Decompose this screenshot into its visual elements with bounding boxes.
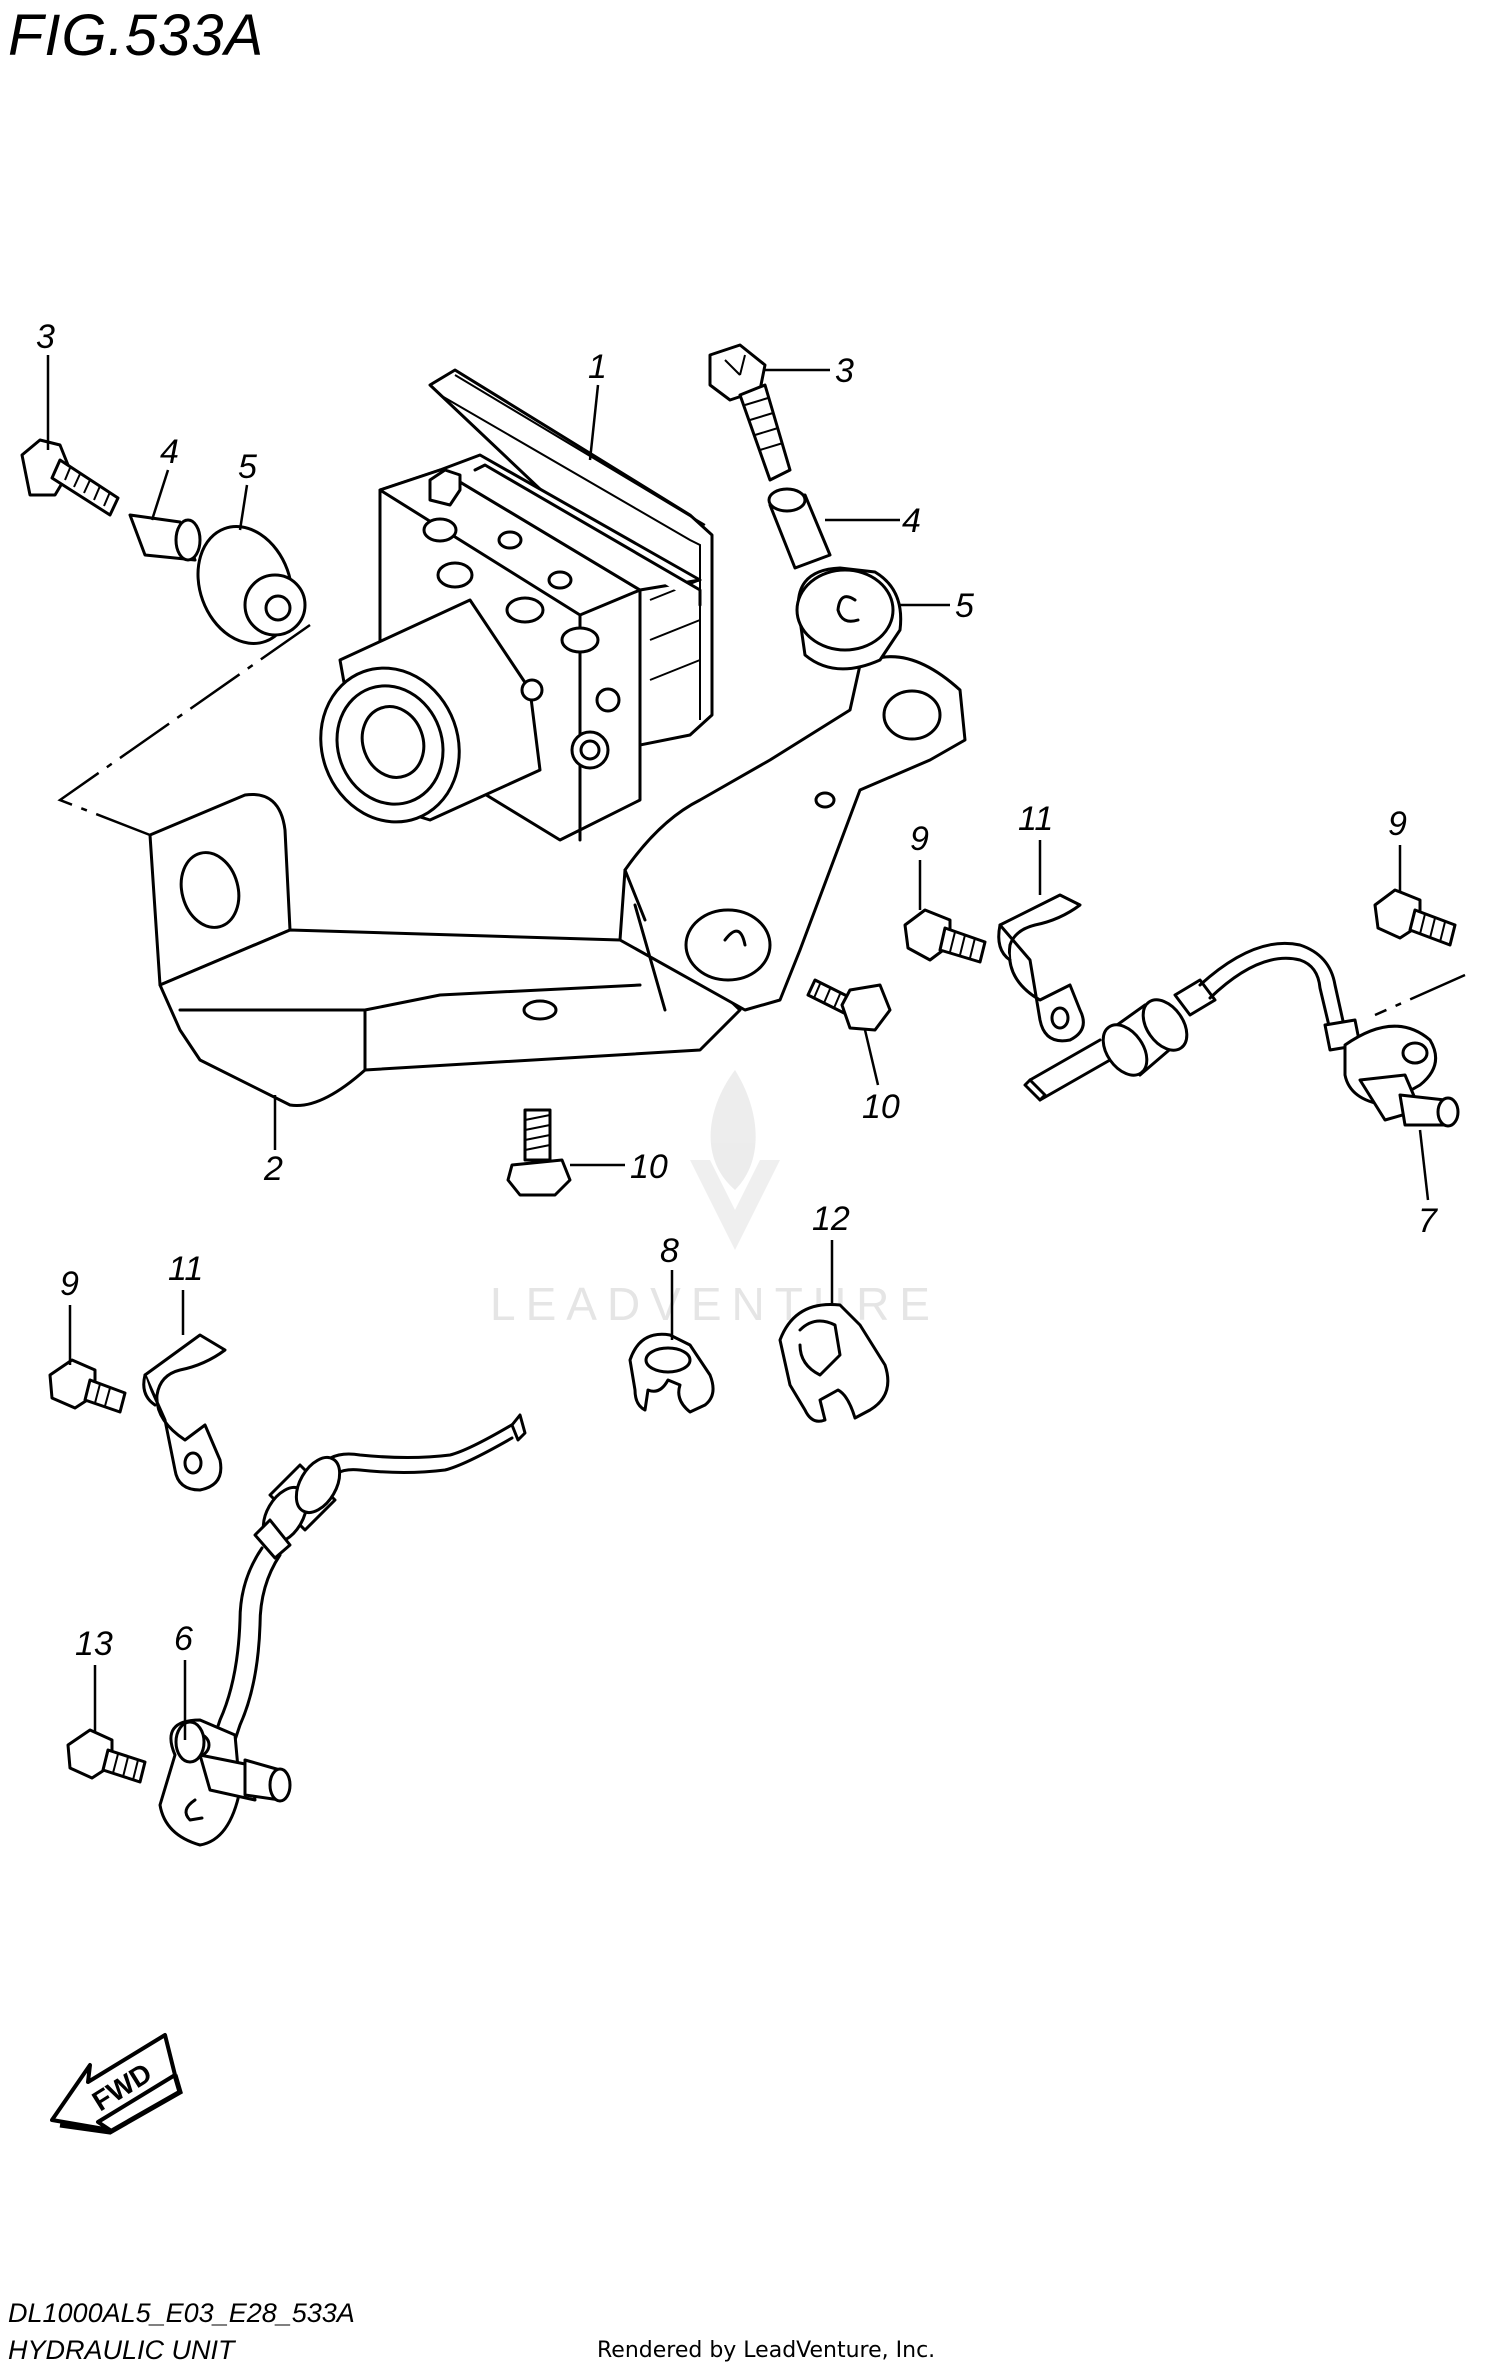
- bolt-9-upper-middle[interactable]: [903, 908, 987, 964]
- callout-7: 7: [1418, 1202, 1438, 1240]
- callout-5-left: 5: [238, 448, 257, 486]
- hydraulic-unit[interactable]: [299, 368, 714, 842]
- callout-9-upper: 9: [910, 820, 929, 858]
- fwd-arrow: FWD: [50, 2033, 183, 2135]
- clamp-11-upper[interactable]: [997, 893, 1085, 1043]
- callout-3-left: 3: [36, 318, 55, 356]
- mounting-line-left: [57, 623, 311, 837]
- bolt-13[interactable]: [66, 1728, 147, 1784]
- rendered-by-credit: Rendered by LeadVenture, Inc.: [597, 2338, 936, 2363]
- clamp-8[interactable]: [628, 1332, 715, 1414]
- callout-11-lower: 11: [168, 1250, 203, 1288]
- collar-4-left[interactable]: [128, 513, 202, 562]
- figure-subtitle: HYDRAULIC UNIT: [8, 2335, 235, 2365]
- callout-10-middle: 10: [862, 1088, 900, 1126]
- collar-4-right[interactable]: [767, 487, 832, 570]
- callout-11-upper: 11: [1018, 800, 1053, 838]
- callout-labels: 1 3 4 5 3 4 5 2 9 11 9 10 10 7 9 11 8 12…: [36, 318, 1438, 1663]
- clamp-12[interactable]: [778, 1302, 890, 1423]
- callout-6: 6: [174, 1620, 193, 1658]
- callout-8: 8: [660, 1232, 679, 1270]
- bolt-9-right[interactable]: [1373, 888, 1457, 947]
- bolt-10-middle[interactable]: [806, 978, 892, 1032]
- bolt-10-lower[interactable]: [506, 1108, 572, 1197]
- clamp-11-lower[interactable]: [142, 1333, 227, 1492]
- callout-9-right: 9: [1388, 805, 1407, 843]
- callout-4-right: 4: [902, 502, 921, 540]
- cushion-5-right[interactable]: [795, 566, 903, 671]
- cushion-5-left[interactable]: [182, 513, 308, 657]
- callout-12: 12: [812, 1200, 850, 1238]
- callout-9-lower: 9: [60, 1265, 79, 1303]
- mounting-line-right: [1374, 973, 1466, 1017]
- leader-lines: [46, 355, 1430, 1740]
- watermark-text: LEADVENTURE: [490, 1278, 940, 1330]
- callout-5-right: 5: [955, 587, 974, 625]
- bolt-3-left[interactable]: [20, 438, 120, 517]
- callout-4-left: 4: [160, 433, 179, 471]
- front-wheel-speed-sensor[interactable]: [158, 1413, 527, 1847]
- callout-1: 1: [588, 348, 607, 386]
- rear-wheel-speed-sensor[interactable]: [1023, 941, 1460, 1128]
- model-code: DL1000AL5_E03_E28_533A: [8, 2298, 355, 2328]
- bolt-3-right[interactable]: [708, 343, 792, 482]
- leadventure-watermark: LEADVENTURE: [490, 1070, 940, 1330]
- bracket[interactable]: [148, 655, 967, 1108]
- bolt-9-lower-left[interactable]: [48, 1358, 127, 1414]
- callout-2: 2: [263, 1150, 283, 1188]
- callout-3-right: 3: [835, 352, 854, 390]
- callout-10-lower: 10: [630, 1148, 668, 1186]
- callout-13: 13: [75, 1625, 113, 1663]
- figure-title: FIG.533A: [8, 3, 265, 68]
